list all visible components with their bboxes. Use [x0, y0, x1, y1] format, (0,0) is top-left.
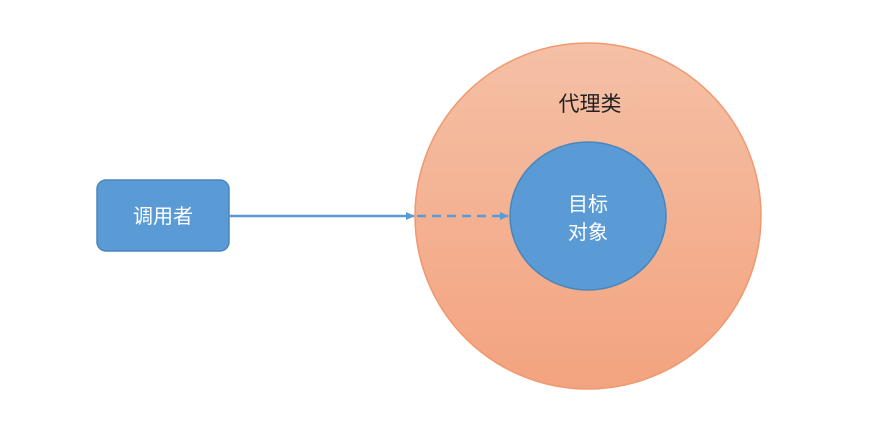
target-object-circle — [509, 141, 667, 291]
target-object-label-line2: 对象 — [568, 220, 608, 244]
proxy-class-label: 代理类 — [558, 92, 622, 116]
target-object-label: 目标 对象 — [510, 190, 666, 246]
caller-label: 调用者 — [133, 204, 193, 228]
target-object-label-line1: 目标 — [568, 192, 608, 216]
